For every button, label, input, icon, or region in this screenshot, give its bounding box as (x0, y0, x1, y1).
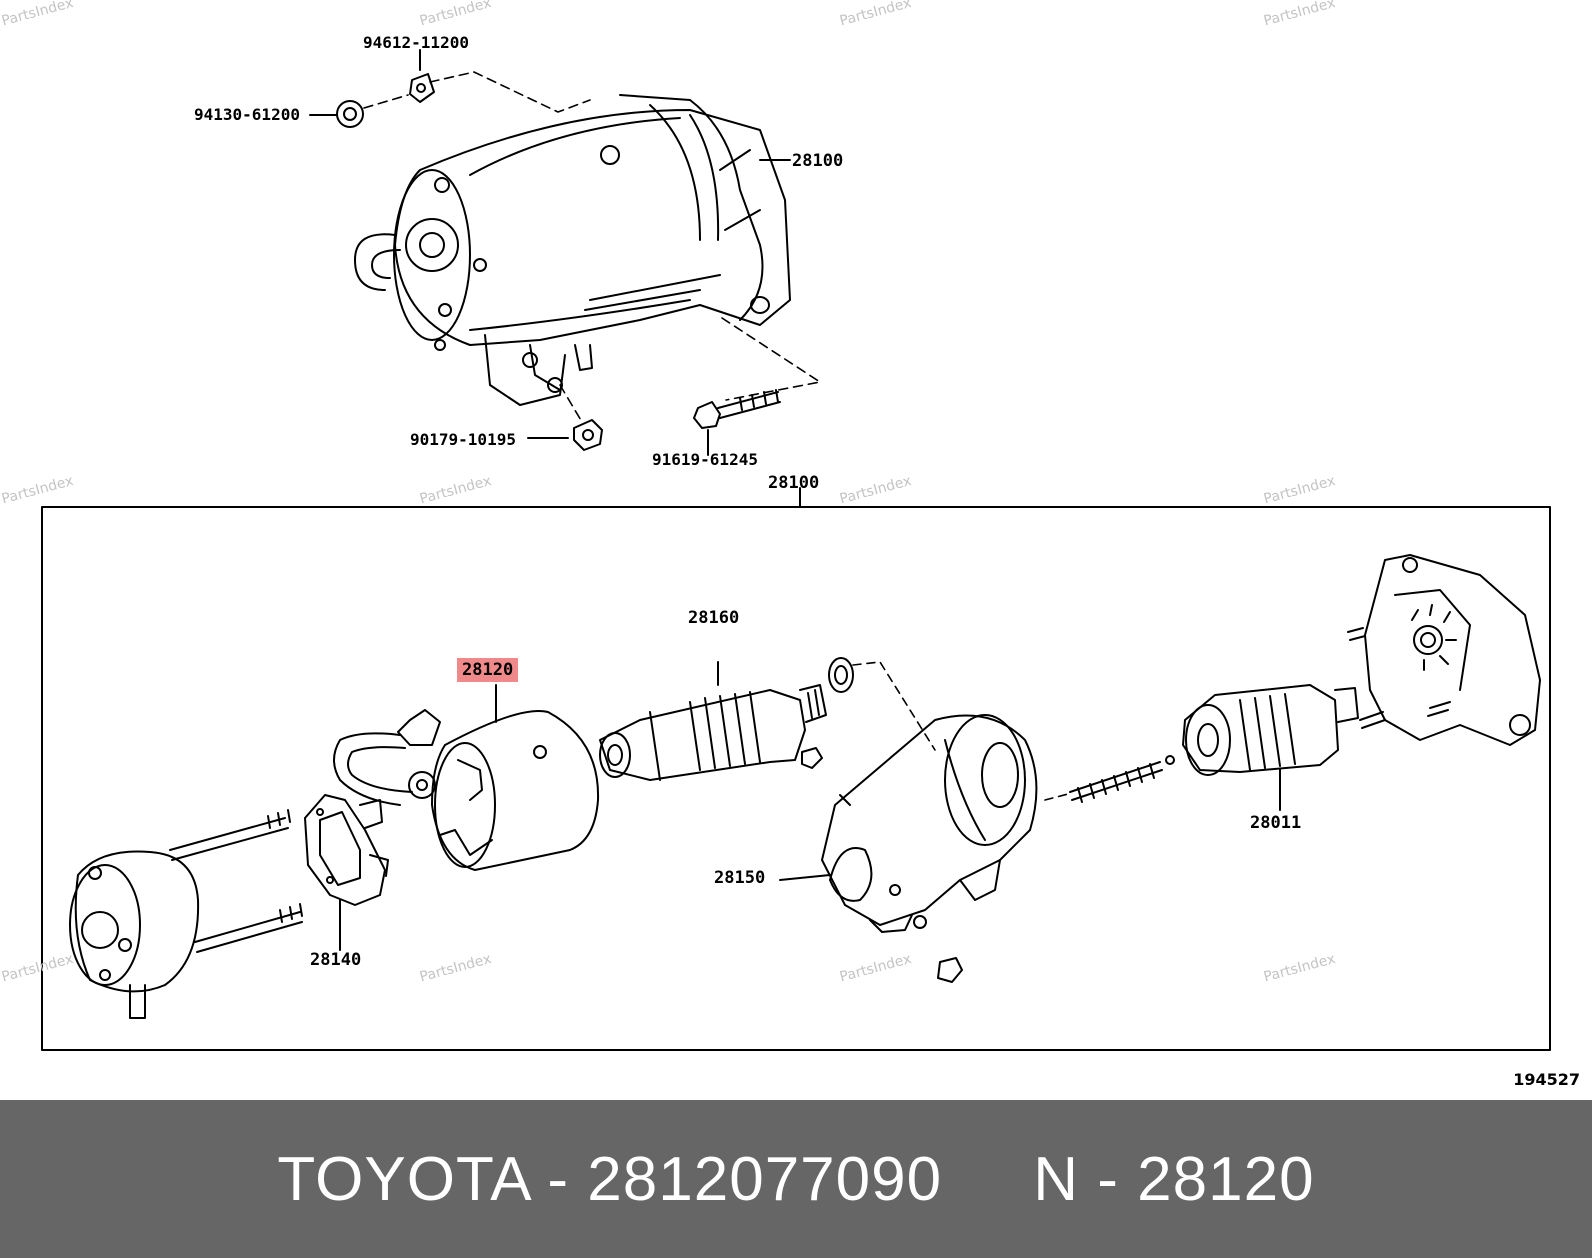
end-frame-drawing (69, 809, 303, 1019)
housing-nut-drawing (937, 957, 963, 983)
footer-part-number: 2812077090 (587, 1144, 943, 1214)
footer-ref-prefix: N (1033, 1144, 1080, 1214)
housing-28150-drawing (821, 714, 1038, 933)
callout-clutch[interactable]: 28011 (1250, 813, 1302, 833)
nut-94130-61200-drawing (336, 100, 364, 128)
callout-brush-holder[interactable]: 28140 (310, 950, 362, 970)
small-nut-drawing (801, 747, 823, 769)
starter-assembly-drawing (354, 94, 791, 406)
callout-terminal-nut[interactable]: 90179-10195 (410, 430, 516, 449)
yoke-28120-drawing (333, 709, 600, 871)
part-footer-bar: TOYOTA - 2812077090 N - 28120 (0, 1100, 1592, 1258)
callout-yoke-highlighted[interactable]: 28120 (457, 658, 519, 682)
callout-washer[interactable]: 94612-11200 (363, 33, 469, 52)
brush-holder-28140-drawing (304, 794, 389, 906)
drive-housing-drawing (1347, 554, 1541, 746)
bolt-91619-61245-drawing (693, 389, 781, 429)
callout-group-label[interactable]: 28100 (768, 473, 820, 493)
part-footer-text: TOYOTA - 2812077090 N - 28120 (277, 1144, 1315, 1214)
return-spring-drawing (1069, 755, 1175, 803)
armature-28160-drawing (599, 661, 827, 781)
callout-nut[interactable]: 94130-61200 (194, 105, 300, 124)
thrust-washer-drawing (828, 657, 854, 693)
footer-brand: TOYOTA (277, 1144, 530, 1214)
callout-housing[interactable]: 28150 (714, 868, 766, 888)
footer-ref-number: 28120 (1137, 1144, 1315, 1214)
parts-diagram (41, 49, 1551, 1051)
terminal-nut-90179-10195-drawing (573, 419, 603, 451)
clutch-28011-drawing (1182, 684, 1359, 811)
callout-armature[interactable]: 28160 (688, 608, 740, 628)
callout-bolt[interactable]: 91619-61245 (652, 450, 758, 469)
washer-94612-11200-drawing (409, 73, 435, 103)
callout-starter-assy[interactable]: 28100 (792, 151, 844, 171)
diagram-reference-number: 194527 (1513, 1070, 1580, 1089)
